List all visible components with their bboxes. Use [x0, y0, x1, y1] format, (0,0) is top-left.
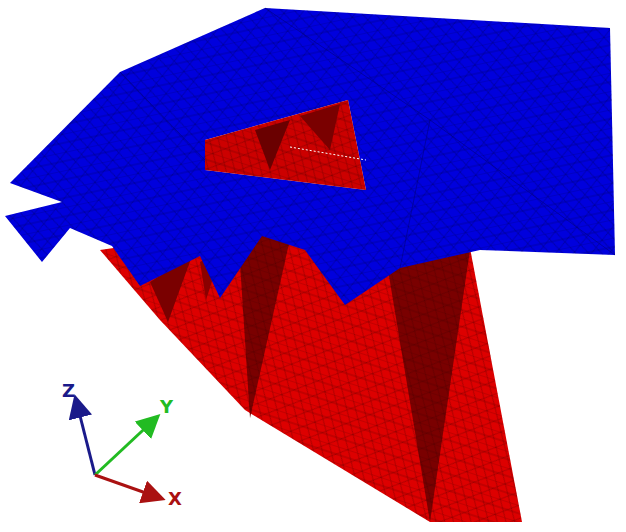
hole-interior: [205, 100, 366, 190]
axis-label: Z: [62, 382, 75, 400]
axis-label: Y: [160, 398, 173, 416]
blue-surface: [5, 8, 615, 305]
axis-label: X: [168, 490, 182, 508]
axis-triad: [76, 400, 160, 498]
